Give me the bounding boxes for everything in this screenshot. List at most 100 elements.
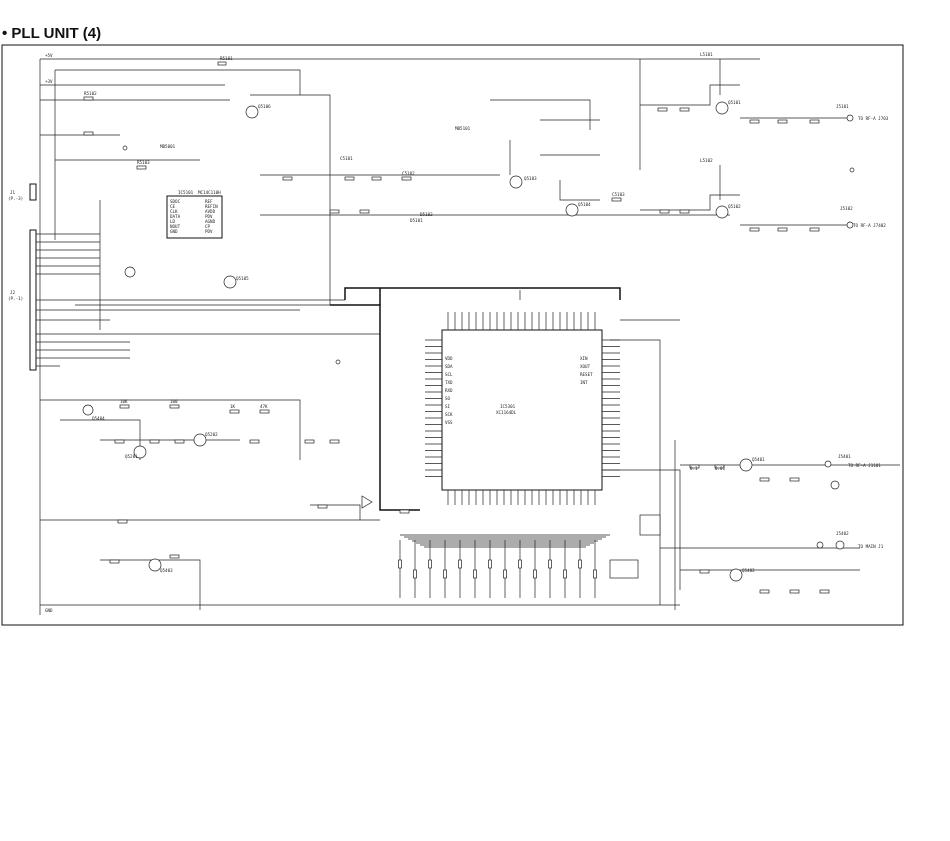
svg-text:RXD: RXD [445, 388, 453, 393]
schematic-frame [1, 44, 904, 626]
svg-text:Q5202: Q5202 [205, 432, 218, 437]
ladder-resistor [578, 559, 582, 569]
svg-text:DATA: DATA [170, 214, 181, 219]
svg-text:VDD: VDD [445, 356, 453, 361]
svg-text:REF: REF [205, 199, 213, 204]
svg-text:SI: SI [445, 404, 451, 409]
svg-text:L5101: L5101 [700, 52, 713, 57]
rf-out-2-ref: J5102 [840, 206, 853, 211]
svg-text:J5402: J5402 [836, 531, 849, 536]
ic5301-ref: IC5301 [500, 404, 516, 409]
svg-text:SDA: SDA [445, 364, 453, 369]
ladder-resistor [563, 569, 567, 579]
svg-text:AGND: AGND [205, 219, 216, 224]
svg-text:Q5401: Q5401 [752, 457, 765, 462]
ic5101-ref: IC5101 [178, 190, 194, 195]
bottom-ladder [398, 534, 610, 598]
ladder-resistor [548, 559, 552, 569]
svg-text:MB5001: MB5001 [160, 144, 176, 149]
lower-left-components [82, 404, 410, 572]
svg-text:0.1: 0.1 [690, 466, 698, 471]
svg-text:AVDD: AVDD [205, 209, 216, 214]
svg-text:XOUT: XOUT [580, 364, 591, 369]
svg-text:(P.-1): (P.-1) [8, 296, 23, 301]
svg-text:PDV: PDV [205, 214, 213, 219]
svg-text:SDOC: SDOC [170, 199, 181, 204]
svg-text:+5V: +5V [45, 53, 53, 58]
svg-text:+3V: +3V [45, 79, 53, 84]
svg-text:SCL: SCL [445, 372, 453, 377]
svg-text:Q5104: Q5104 [578, 202, 591, 207]
svg-text:47K: 47K [260, 404, 268, 409]
svg-text:C5102: C5102 [402, 171, 415, 176]
svg-text:CE: CE [170, 204, 176, 209]
svg-text:R5101: R5101 [220, 56, 233, 61]
svg-text:100: 100 [170, 399, 178, 404]
svg-text:MB5101: MB5101 [455, 126, 471, 131]
svg-text:J1: J1 [10, 190, 16, 195]
svg-text:0.01: 0.01 [715, 466, 726, 471]
svg-text:REFIN: REFIN [205, 204, 218, 209]
svg-text:D5101: D5101 [410, 218, 423, 223]
svg-text:J5101: J5101 [836, 104, 849, 109]
ladder-resistor [443, 569, 447, 579]
svg-text:C5103: C5103 [612, 192, 625, 197]
ladder-resistor [428, 559, 432, 569]
svg-text:CP: CP [205, 224, 211, 229]
ladder-resistor [413, 569, 417, 579]
ladder-resistor [458, 559, 462, 569]
ladder-resistor [398, 559, 402, 569]
svg-text:Q5403: Q5403 [160, 568, 173, 573]
svg-text:NOUT: NOUT [170, 224, 181, 229]
svg-text:SCK: SCK [445, 412, 453, 417]
svg-text:J5401: J5401 [838, 454, 851, 459]
connector-j2: J2 (P.-1) [8, 229, 37, 371]
ic5301-part: XC1164DL [496, 410, 517, 415]
ladder-resistor [593, 569, 597, 579]
svg-text:Q5105: Q5105 [236, 276, 249, 281]
rf-out-3: TO RF-A J1101 [848, 463, 881, 468]
lower-right-components [609, 458, 845, 594]
connector-j1: J1 (P.-3) [8, 183, 37, 201]
svg-text:Q5102: Q5102 [728, 204, 741, 209]
svg-text:GND: GND [45, 608, 53, 613]
rf-out-4: TO MAIN J1 [858, 544, 884, 549]
svg-text:CLK: CLK [170, 209, 178, 214]
ladder-resistor [473, 569, 477, 579]
svg-text:Q5103: Q5103 [524, 176, 537, 181]
svg-text:R5103: R5103 [137, 160, 150, 165]
ladder-resistor [503, 569, 507, 579]
svg-text:Q5106: Q5106 [258, 104, 271, 109]
svg-text:(P.-3): (P.-3) [8, 196, 23, 201]
svg-text:VSS: VSS [445, 420, 453, 425]
ic5101-part: MC14C110H [198, 190, 221, 195]
svg-text:J2: J2 [10, 290, 16, 295]
svg-text:L5102: L5102 [700, 158, 713, 163]
top-components [83, 61, 855, 365]
svg-text:XIN: XIN [580, 356, 588, 361]
ic5301-pin-stubs [425, 312, 620, 505]
svg-text:1K: 1K [230, 404, 236, 409]
svg-text:Q5404: Q5404 [92, 416, 105, 421]
svg-text:C5101: C5101 [340, 156, 353, 161]
rf-out-1: TO RF-A J703 [858, 116, 889, 121]
svg-text:RESET: RESET [580, 372, 593, 377]
ladder-resistor [533, 569, 537, 579]
page-title: • PLL UNIT (4) [2, 25, 102, 42]
ladder-resistor [488, 559, 492, 569]
svg-text:R5102: R5102 [84, 91, 97, 96]
rf-out-2: TO RF-A J7402 [853, 223, 886, 228]
svg-text:INT: INT [580, 380, 588, 385]
left-bus-lines [36, 200, 380, 367]
svg-text:Q5201: Q5201 [125, 454, 138, 459]
ladder-resistor [518, 559, 522, 569]
svg-text:D5102: D5102 [420, 212, 433, 217]
ic5101: IC5101 MC14C110H SDOC CE CLK DATA LD NOU… [166, 190, 223, 239]
ic5301: IC5301 XC1164DL VDD SDA SCL TXD RXD SO S… [441, 329, 603, 491]
svg-text:GND: GND [170, 229, 178, 234]
svg-text:LD: LD [170, 219, 176, 224]
svg-text:10K: 10K [120, 399, 128, 404]
svg-text:TXD: TXD [445, 380, 453, 385]
svg-text:Q5402: Q5402 [742, 568, 755, 573]
